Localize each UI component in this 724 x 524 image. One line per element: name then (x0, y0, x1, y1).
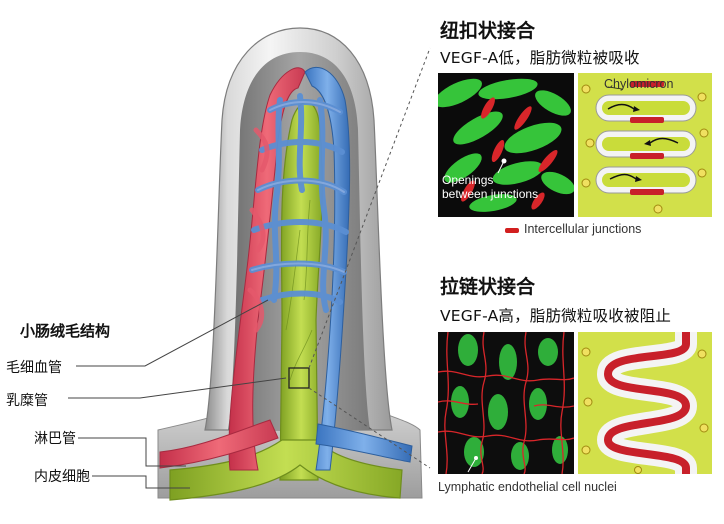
capillary-blue (304, 66, 413, 471)
magnified-region-marker (288, 367, 310, 389)
button-micrograph: Openings between junctions (438, 73, 574, 217)
zipper-schematic (578, 332, 712, 474)
junction-legend-swatch (505, 228, 519, 233)
label-endothelial: 内皮细胞 (34, 469, 90, 485)
zipper-micrograph (438, 332, 574, 474)
openings-label: Openings between junctions (442, 173, 538, 201)
label-capillary: 毛细血管 (6, 360, 62, 376)
zipper-panel-title: 拉链状接合 (440, 276, 536, 298)
chylomicron-label: Chylomicron (604, 77, 674, 91)
capillary-network (247, 93, 349, 333)
label-lacteal: 乳糜管 (6, 393, 48, 409)
villus-title: 小肠绒毛结构 (20, 322, 111, 340)
nuclei-caption: Lymphatic endothelial cell nuclei (438, 480, 617, 494)
button-panel-subtitle: VEGF-A低，脂肪微粒被吸收 (440, 49, 640, 67)
label-lymphatic: 淋巴管 (34, 431, 76, 447)
label-leader-lines (68, 299, 287, 489)
openings-label-line2: between junctions (442, 187, 539, 201)
openings-label-line1: Openings (442, 173, 494, 187)
button-schematic: Chylomicron (578, 73, 712, 217)
zipper-panel-subtitle: VEGF-A高，脂肪微粒吸收被阻止 (440, 307, 672, 325)
junction-legend-label: Intercellular junctions (524, 222, 642, 236)
button-panel-title: 纽扣状接合 (440, 20, 536, 42)
zoom-lines (308, 47, 431, 469)
